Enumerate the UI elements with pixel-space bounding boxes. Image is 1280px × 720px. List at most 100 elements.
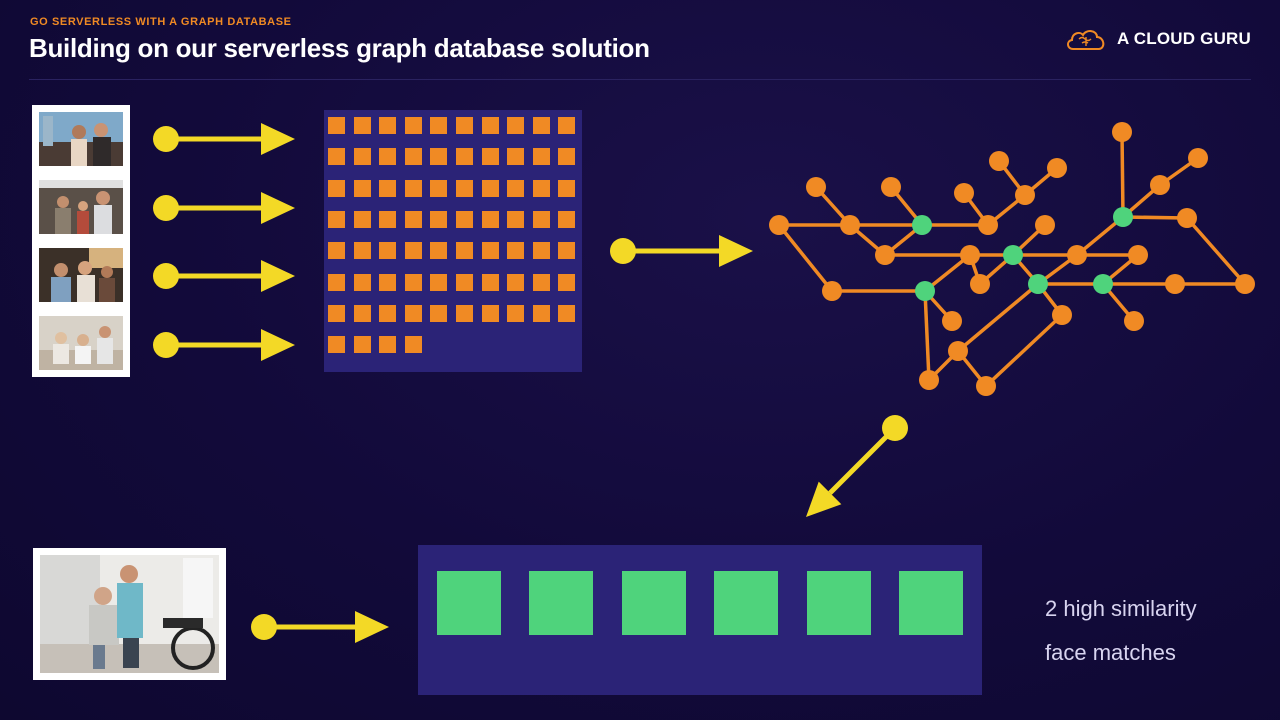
embedding-cell <box>404 117 422 134</box>
embedding-cell <box>353 304 371 322</box>
graph-node <box>970 274 990 294</box>
arrow-tail-dot <box>153 263 179 289</box>
graph-node <box>1015 185 1035 205</box>
embedding-cell <box>481 210 499 228</box>
graph-node-match <box>1003 245 1023 265</box>
embedding-cell <box>379 304 397 322</box>
embedding-cell <box>558 304 576 322</box>
arrow-head <box>719 235 753 267</box>
embedding-cell <box>328 210 345 228</box>
embedding-cell <box>328 304 345 322</box>
embedding-cell <box>328 336 345 354</box>
flow-arrow <box>153 260 295 292</box>
graph-node <box>1188 148 1208 168</box>
embedding-cell <box>532 210 550 228</box>
graph-node-match <box>1093 274 1113 294</box>
graph-edge <box>956 282 1040 353</box>
flow-arrow <box>251 611 389 643</box>
arrow-tail-dot <box>153 126 179 152</box>
embedding-cell <box>456 210 473 228</box>
flow-arrow <box>610 235 753 267</box>
caption-line-1: 2 high similarity <box>1045 596 1197 621</box>
embedding-cell <box>558 210 576 228</box>
embedding-cell <box>532 273 550 291</box>
embedding-cell <box>328 179 345 197</box>
embedding-cell <box>456 273 473 291</box>
embedding-cell <box>507 210 525 228</box>
embedding-cell <box>379 148 397 166</box>
embedding-cell <box>404 242 422 260</box>
graph-node-match <box>1113 207 1133 227</box>
graph-node <box>919 370 939 390</box>
arrow-tail-dot <box>153 195 179 221</box>
embedding-grid-panel <box>324 110 582 372</box>
graph-node <box>1235 274 1255 294</box>
embedding-cell <box>379 336 397 354</box>
embedding-cell <box>456 148 473 166</box>
embedding-cell <box>430 242 448 260</box>
embedding-cell <box>430 273 448 291</box>
graph-edge <box>984 313 1064 388</box>
graph-node <box>1035 215 1055 235</box>
embedding-cell <box>558 117 576 134</box>
graph-node-match <box>1028 274 1048 294</box>
graph-edge <box>1185 216 1247 286</box>
graph-node <box>1052 305 1072 325</box>
face-match-tile <box>529 571 594 635</box>
arrow-tail-dot <box>251 614 277 640</box>
embedding-cell <box>456 117 473 134</box>
embedding-cell <box>379 273 397 291</box>
embedding-cell <box>430 210 448 228</box>
embedding-cell <box>558 242 576 260</box>
graph-node <box>1165 274 1185 294</box>
graph-edge <box>923 290 931 381</box>
embedding-cell <box>430 117 448 134</box>
section-eyebrow: GO SERVERLESS WITH A GRAPH DATABASE <box>30 16 292 28</box>
embedding-cell <box>532 242 550 260</box>
graph-node <box>769 215 789 235</box>
embedding-cell <box>353 336 371 354</box>
embedding-cell <box>353 242 371 260</box>
embedding-cell <box>353 117 371 134</box>
input-photo <box>39 112 123 166</box>
face-match-tile <box>899 571 963 635</box>
embedding-cell <box>456 179 473 197</box>
input-photo-strip <box>32 105 130 377</box>
embedding-cell <box>507 179 525 197</box>
arrow-shaft <box>828 426 897 495</box>
flow-arrow <box>153 123 295 155</box>
input-photo <box>39 248 123 302</box>
graph-node <box>1128 245 1148 265</box>
embedding-cell <box>353 179 371 197</box>
embedding-cell <box>456 304 473 322</box>
embedding-cell <box>404 179 422 197</box>
graph-edge <box>777 223 834 293</box>
face-match-tile <box>806 571 871 635</box>
flow-arrow <box>153 329 295 361</box>
graph-node <box>881 177 901 197</box>
embedding-cell <box>507 273 525 291</box>
caption-line-2: face matches <box>1045 640 1176 665</box>
embedding-cell <box>353 210 371 228</box>
query-photo <box>33 548 226 680</box>
arrow-head <box>261 123 295 155</box>
embedding-cell <box>481 117 499 134</box>
results-panel <box>418 545 982 695</box>
input-photo <box>39 316 123 370</box>
input-photo <box>39 180 123 234</box>
embedding-cell <box>328 117 345 134</box>
graph-node <box>1047 158 1067 178</box>
match-caption: 2 high similarity face matches <box>1045 587 1197 675</box>
embedding-cell <box>507 148 525 166</box>
graph-node <box>1177 208 1197 228</box>
embedding-cell <box>481 179 499 197</box>
embedding-cell <box>532 117 550 134</box>
cloud-brain-icon <box>1065 27 1107 51</box>
embedding-cell <box>404 273 422 291</box>
graph-node <box>976 376 996 396</box>
embedding-cell <box>532 148 550 166</box>
arrow-head <box>261 192 295 224</box>
graph-node-match <box>912 215 932 235</box>
graph-node <box>954 183 974 203</box>
